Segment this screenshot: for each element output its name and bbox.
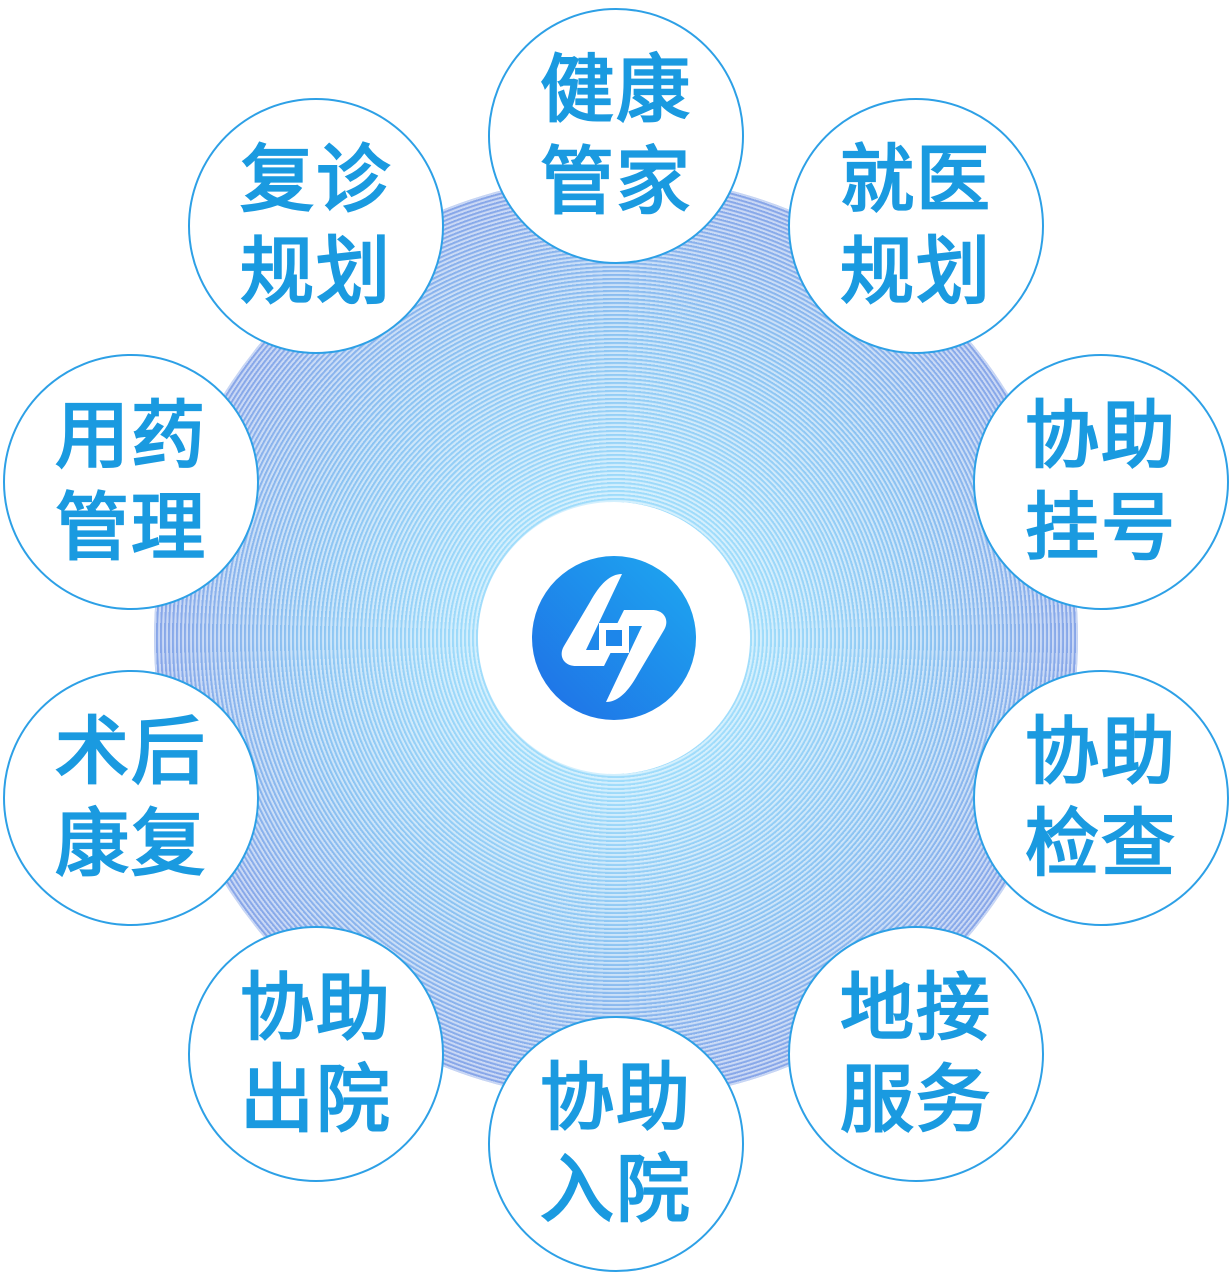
node-label-line2: 康复 xyxy=(55,801,207,887)
node-discharge-assist[interactable]: 协助 出院 xyxy=(188,926,444,1182)
node-label-line1: 协助 xyxy=(1025,709,1177,795)
node-label-line2: 规划 xyxy=(240,229,392,315)
node-label-line1: 协助 xyxy=(1025,393,1177,479)
node-medication-management[interactable]: 用药 管理 xyxy=(3,354,259,610)
node-label-line2: 检查 xyxy=(1025,801,1177,887)
node-label-line1: 协助 xyxy=(540,1055,692,1141)
node-exam-assist[interactable]: 协助 检查 xyxy=(973,670,1229,926)
node-postop-rehab[interactable]: 术后 康复 xyxy=(3,670,259,926)
node-label-line2: 管家 xyxy=(540,139,692,225)
center-hub xyxy=(478,502,750,774)
node-label-line2: 规划 xyxy=(840,229,992,315)
node-label-line1: 术后 xyxy=(55,709,207,795)
node-health-butler[interactable]: 健康 管家 xyxy=(488,8,744,264)
node-medical-plan[interactable]: 就医 规划 xyxy=(788,98,1044,354)
node-label-line1: 用药 xyxy=(55,393,207,479)
node-label-line2: 挂号 xyxy=(1025,485,1177,571)
node-admission-assist[interactable]: 协助 入院 xyxy=(488,1016,744,1272)
node-label-line1: 就医 xyxy=(840,137,992,223)
node-label-line2: 服务 xyxy=(840,1057,992,1143)
node-label-line1: 健康 xyxy=(540,47,692,133)
node-label-line2: 出院 xyxy=(240,1057,392,1143)
node-label-line2: 入院 xyxy=(540,1147,692,1233)
node-label-line1: 协助 xyxy=(240,965,392,1051)
node-local-service[interactable]: 地接 服务 xyxy=(788,926,1044,1182)
app-logo-icon xyxy=(532,556,696,720)
node-label-line2: 管理 xyxy=(55,485,207,571)
node-label-line1: 地接 xyxy=(840,965,992,1051)
node-label-line1: 复诊 xyxy=(240,137,392,223)
node-registration-assist[interactable]: 协助 挂号 xyxy=(973,354,1229,610)
node-followup-plan[interactable]: 复诊 规划 xyxy=(188,98,444,354)
